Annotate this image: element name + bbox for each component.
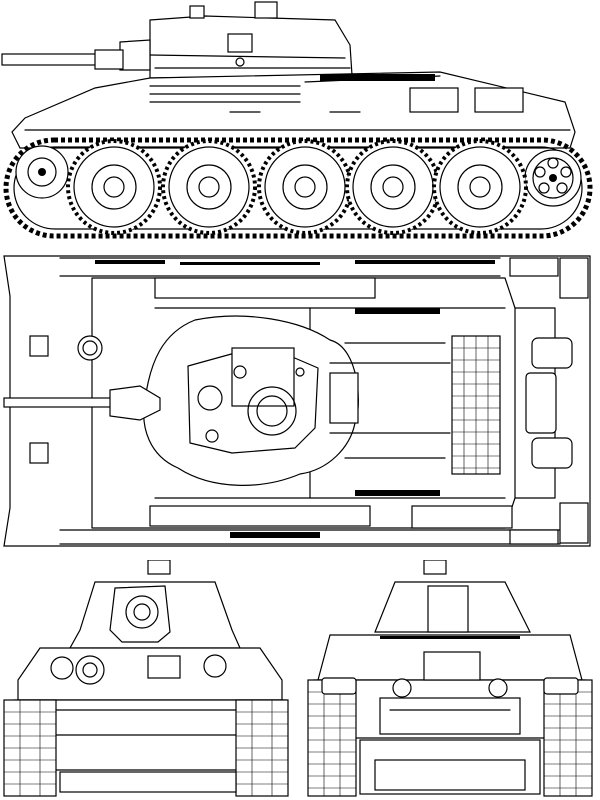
- side-view-drive-sprocket: [524, 149, 582, 207]
- road-wheel-2: [161, 139, 257, 235]
- side-view-hull: [11, 71, 576, 149]
- rear-view-turret: [374, 560, 531, 633]
- road-wheel-5: [432, 139, 528, 235]
- top-view-driver-hatch: [29, 335, 103, 464]
- front-view-right-track: [235, 699, 289, 797]
- front-view-left-track: [3, 699, 57, 797]
- side-view-idler-wheel: [15, 145, 69, 199]
- side-view-turret: [119, 1, 353, 79]
- top-view-side-sponsons: [509, 257, 589, 545]
- front-view: [3, 560, 289, 797]
- top-view-fenders: [59, 257, 561, 545]
- top-view-rear-panel: [514, 307, 573, 499]
- top-view-gun-barrel: [3, 385, 161, 421]
- rear-view-exhaust-pipes: [321, 677, 579, 695]
- rear-view-right-track: [543, 679, 593, 797]
- rear-view: [307, 560, 593, 797]
- rear-view-hull: [313, 634, 587, 739]
- top-view-engine-deck: [344, 308, 446, 496]
- side-view-road-wheels: [66, 139, 528, 235]
- top-view: [3, 255, 591, 547]
- top-view-turret: [143, 315, 451, 486]
- front-view-lower-glacis: [59, 771, 237, 793]
- side-view: [1, 1, 593, 239]
- road-wheel-3: [257, 139, 353, 235]
- rear-view-left-track: [307, 679, 357, 797]
- top-view-engine-grille: [451, 335, 501, 475]
- side-view-engine-grille: [320, 74, 435, 81]
- road-wheel-1: [66, 139, 162, 235]
- side-view-gun-barrel: [1, 49, 124, 70]
- rear-view-lower-plate: [359, 739, 541, 795]
- front-view-turret: [68, 560, 241, 649]
- road-wheel-4: [345, 139, 441, 235]
